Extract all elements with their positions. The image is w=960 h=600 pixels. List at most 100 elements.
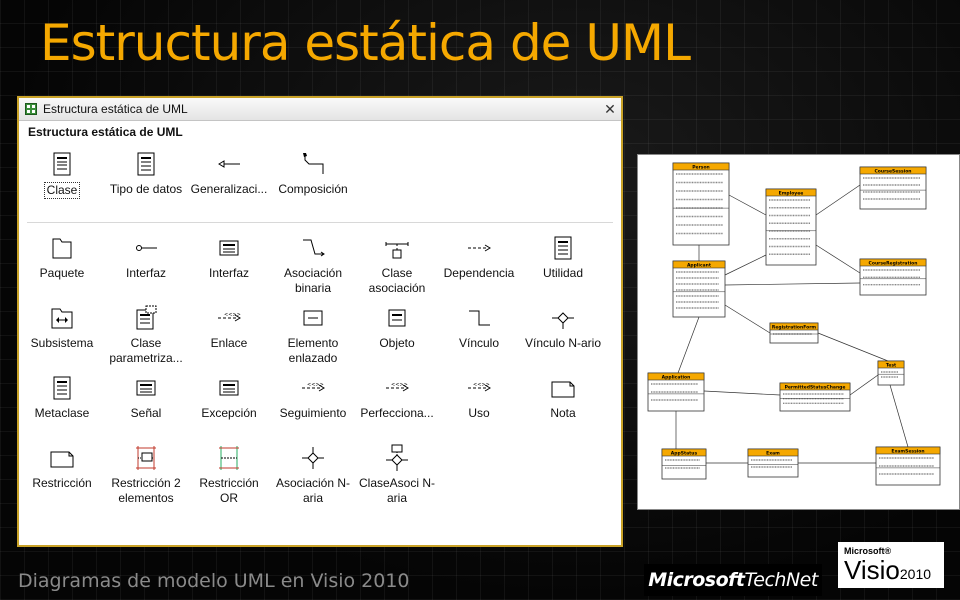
shape-label: Metaclase <box>34 406 90 420</box>
shape-label: Uso <box>468 406 490 420</box>
shape-metaclass[interactable]: Metaclase <box>20 374 104 421</box>
nary-association-icon <box>302 447 324 469</box>
shape-label: Subsistema <box>30 336 94 350</box>
svg-text:<<>>: <<>> <box>391 382 408 388</box>
microsoft-logo-text: Microsoft <box>648 569 745 591</box>
close-icon[interactable]: ✕ <box>604 100 616 117</box>
association-line <box>815 244 861 274</box>
uml-class-name: RegistrationForm <box>772 325 817 331</box>
shape-object[interactable]: Objeto <box>355 304 439 351</box>
shape-dependency[interactable]: Dependencia <box>437 234 521 281</box>
shape-nary-association[interactable]: Asociación N-aria <box>271 444 355 506</box>
constraint-or-icon <box>219 446 239 470</box>
composition-icon <box>303 153 324 174</box>
association-line <box>724 304 771 334</box>
exception-icon <box>219 380 239 396</box>
shape-label: Clase parametriza... <box>109 336 183 365</box>
shape-interface-lollipop[interactable]: Interfaz <box>104 234 188 281</box>
shape-label: Señal <box>130 406 162 420</box>
shape-label: Nota <box>550 406 576 420</box>
shape-label: Composición <box>278 182 348 196</box>
shape-composition[interactable]: Composición <box>271 150 355 197</box>
uml-class-name: Person <box>692 165 710 171</box>
shape-label: Asociación N-aria <box>275 476 351 505</box>
association-line <box>677 316 700 374</box>
uml-class-name: Applicant <box>687 263 712 269</box>
association-line <box>724 254 767 276</box>
shape-generalization[interactable]: Generalizaci... <box>187 150 271 197</box>
shape-nary-association-class[interactable]: ClaseAsoci N-aria <box>355 444 439 506</box>
shape-association-class[interactable]: Clase asociación <box>355 234 439 296</box>
shape-utility[interactable]: Utilidad <box>521 234 605 281</box>
refinement-icon: <<>> <box>386 382 409 392</box>
datatype-icon <box>137 152 155 176</box>
shape-interface-class[interactable]: Interfaz <box>187 234 271 281</box>
uml-class-name: PermittedStatusChange <box>785 385 846 391</box>
stencil-icon <box>25 103 37 115</box>
uml-class-name: Exam <box>766 451 780 457</box>
shape-constraint-two-elements[interactable]: Restricción 2 elementos <box>104 444 188 506</box>
uml-class-name: Application <box>662 375 691 381</box>
note-icon <box>551 381 575 398</box>
svg-text:<<>>: <<>> <box>473 382 490 388</box>
shape-signal[interactable]: Señal <box>104 374 188 421</box>
nary-association-class-icon <box>386 444 408 471</box>
association-line <box>889 384 909 448</box>
bound-element-icon <box>303 310 323 326</box>
shape-nary-link[interactable]: Vínculo N-ario <box>521 304 605 351</box>
uml-class-box: Application <box>647 372 705 412</box>
shape-trace[interactable]: <<>>Seguimiento <box>271 374 355 421</box>
shape-label: ClaseAsoci N-aria <box>358 476 436 505</box>
interface-class-icon <box>219 240 239 256</box>
shape-constraint[interactable]: Restricción <box>20 444 104 491</box>
shape-subsystem[interactable]: Subsistema <box>20 304 104 351</box>
uml-class-box: AppStatus <box>661 448 707 480</box>
usage-icon: <<>> <box>468 382 491 392</box>
shape-label: Restricción <box>32 476 92 490</box>
shape-label: Excepción <box>201 406 257 420</box>
uml-class-box: CourseSession <box>859 166 927 210</box>
trace-icon: <<>> <box>302 382 325 392</box>
shape-bound-element[interactable]: Elemento enlazado <box>271 304 355 366</box>
metaclass-icon <box>53 376 71 400</box>
uml-class-box: RegistrationForm <box>769 322 819 344</box>
uml-class-box: Test <box>877 360 905 386</box>
stencil-heading: Estructura estática de UML <box>28 125 183 139</box>
shape-exception[interactable]: Excepción <box>187 374 271 421</box>
shape-link[interactable]: <<>> Enlace <box>187 304 271 351</box>
shape-label: Paquete <box>39 266 85 280</box>
uml-class-box: Person <box>672 162 730 246</box>
stencil-panel: Estructura estática de UML ✕ Estructura … <box>17 96 623 547</box>
shape-bond[interactable]: Vínculo <box>437 304 521 351</box>
uml-class-box: ExamSession <box>875 446 941 486</box>
uml-class-box: PermittedStatusChange <box>779 382 851 412</box>
shape-label: Perfecciona... <box>360 406 434 420</box>
shape-label: Generalizaci... <box>190 182 268 196</box>
constraint-two-elements-icon <box>136 446 156 470</box>
uml-class-name: Test <box>886 363 897 369</box>
shape-parameterized-class[interactable]: Clase parametriza... <box>104 304 188 366</box>
binary-association-icon <box>303 239 325 257</box>
uml-class-box: Exam <box>747 448 799 478</box>
shape-refinement[interactable]: <<>> Perfecciona... <box>355 374 439 421</box>
shape-datatype[interactable]: Tipo de datos <box>104 150 188 197</box>
svg-text:<<>>: <<>> <box>224 312 241 318</box>
nary-link-icon <box>552 312 574 329</box>
association-line <box>817 332 889 362</box>
stencil-window-title: Estructura estática de UML <box>43 102 188 116</box>
uml-class-name: Employee <box>779 191 804 197</box>
shape-binary-association[interactable]: Asociación binaria <box>271 234 355 296</box>
shape-constraint-or[interactable]: Restricción OR <box>187 444 271 506</box>
shape-note[interactable]: Nota <box>521 374 605 421</box>
shape-usage[interactable]: <<>> Uso <box>437 374 521 421</box>
visio-logo-product: Visio <box>844 555 900 585</box>
association-line <box>724 282 861 286</box>
uml-class-box: CourseRegistration <box>859 258 927 296</box>
link-icon: <<>> <box>218 312 241 322</box>
shape-package[interactable]: Paquete <box>20 234 104 281</box>
shape-label: Enlace <box>210 336 248 350</box>
association-class-icon <box>385 242 409 259</box>
shape-class[interactable]: Clase <box>20 150 104 199</box>
shape-label: Vínculo <box>458 336 500 350</box>
